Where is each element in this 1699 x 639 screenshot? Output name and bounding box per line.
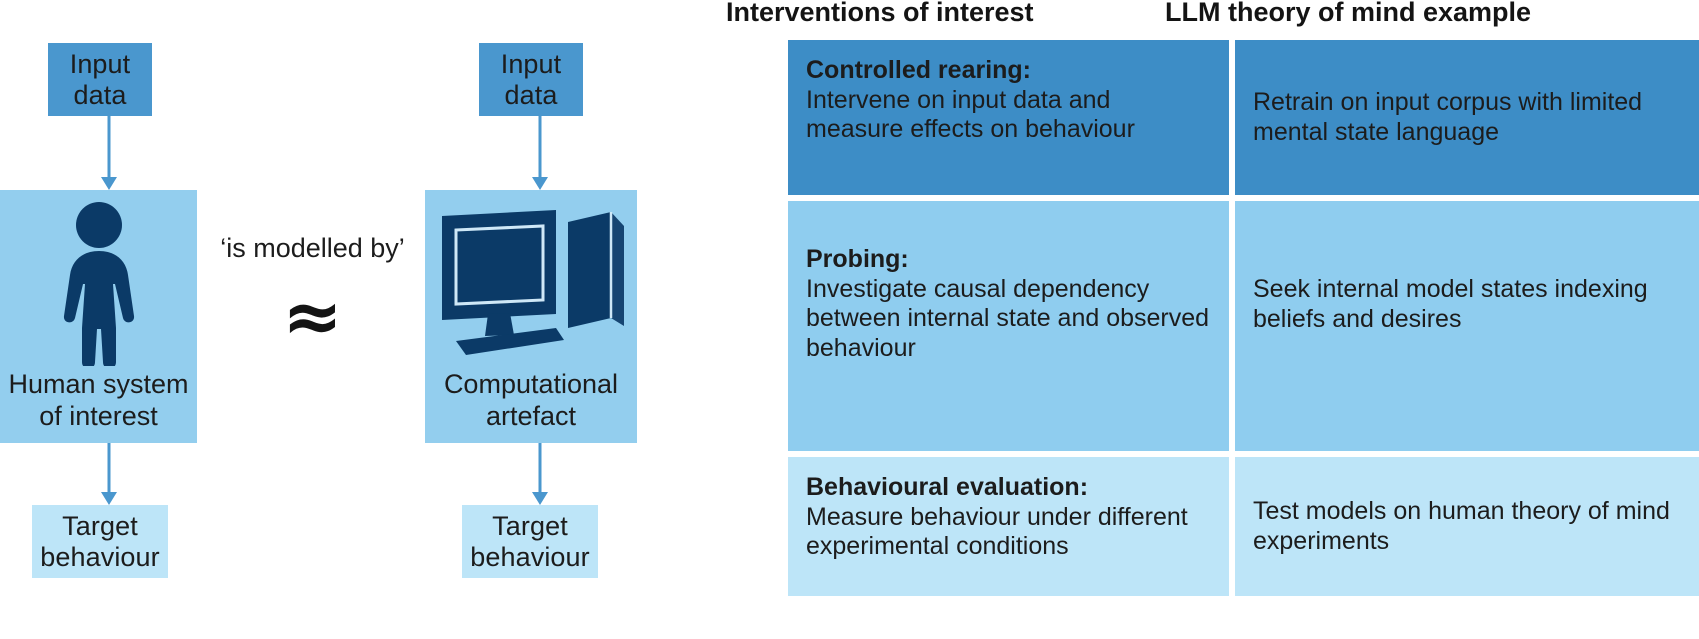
table-body: Controlled rearing: Intervene on input d… — [788, 40, 1699, 639]
human-system-box: Human system of interest — [0, 190, 197, 443]
table-row: Behavioural evaluation: Measure behaviou… — [788, 457, 1229, 596]
human-system-label: Human system of interest — [8, 369, 189, 432]
arrow-shaft — [538, 116, 542, 177]
intervention-title-2: Behavioural evaluation: — [806, 473, 1089, 501]
arrow-head — [532, 177, 548, 190]
desktop-computer-icon — [425, 198, 637, 368]
table-row: Retrain on input corpus with limited men… — [1235, 40, 1699, 195]
column-header-llm-example: LLM theory of mind example — [1165, 0, 1532, 27]
arrow-head — [532, 492, 548, 505]
arrow-human-to-target — [99, 443, 119, 505]
target-behaviour-label-artefact: Target behaviour — [470, 511, 590, 572]
arrow-head — [101, 177, 117, 190]
input-data-label-human: Input data — [69, 49, 131, 110]
llm-example-1: Seek internal model states indexing beli… — [1253, 275, 1648, 333]
intervention-desc-1: Investigate causal dependency between in… — [806, 274, 1210, 362]
person-icon — [0, 198, 197, 368]
approximately-equal-symbol: ≈ — [282, 274, 343, 358]
arrow-shaft — [107, 116, 111, 177]
relation-label: ‘is modelled by’ — [220, 233, 405, 263]
target-behaviour-box-human: Target behaviour — [32, 505, 168, 578]
arrow-shaft — [107, 443, 111, 492]
table-row: Test models on human theory of mind expe… — [1235, 457, 1699, 596]
intervention-desc-2: Measure behaviour under different experi… — [806, 502, 1188, 561]
table-row: Probing: Investigate causal dependency b… — [788, 201, 1229, 451]
interventions-table: Interventions of interest LLM theory of … — [726, 0, 1699, 639]
table-row: Controlled rearing: Intervene on input d… — [788, 40, 1229, 195]
arrow-shaft — [538, 443, 542, 492]
input-data-box-artefact: Input data — [479, 43, 583, 116]
llm-example-0: Retrain on input corpus with limited men… — [1253, 88, 1643, 146]
llm-example-2: Test models on human theory of mind expe… — [1253, 497, 1670, 555]
intervention-title-1: Probing: — [806, 245, 909, 273]
target-behaviour-box-artefact: Target behaviour — [462, 505, 598, 578]
target-behaviour-label-human: Target behaviour — [40, 511, 160, 572]
input-data-label-artefact: Input data — [500, 49, 562, 110]
computational-artefact-box: Computational artefact — [425, 190, 637, 443]
intervention-desc-0: Intervene on input data and measure effe… — [806, 85, 1135, 144]
input-data-box-human: Input data — [48, 43, 152, 116]
arrow-input-to-artefact — [530, 116, 550, 190]
arrow-head — [101, 492, 117, 505]
intervention-title-0: Controlled rearing: — [806, 56, 1032, 84]
arrow-artefact-to-target — [530, 443, 550, 505]
arrow-input-to-human — [99, 116, 119, 190]
computational-artefact-label: Computational artefact — [443, 369, 619, 432]
column-header-interventions: Interventions of interest — [726, 0, 1034, 27]
table-row: Seek internal model states indexing beli… — [1235, 201, 1699, 451]
table-header-row: Interventions of interest LLM theory of … — [726, 0, 1699, 40]
